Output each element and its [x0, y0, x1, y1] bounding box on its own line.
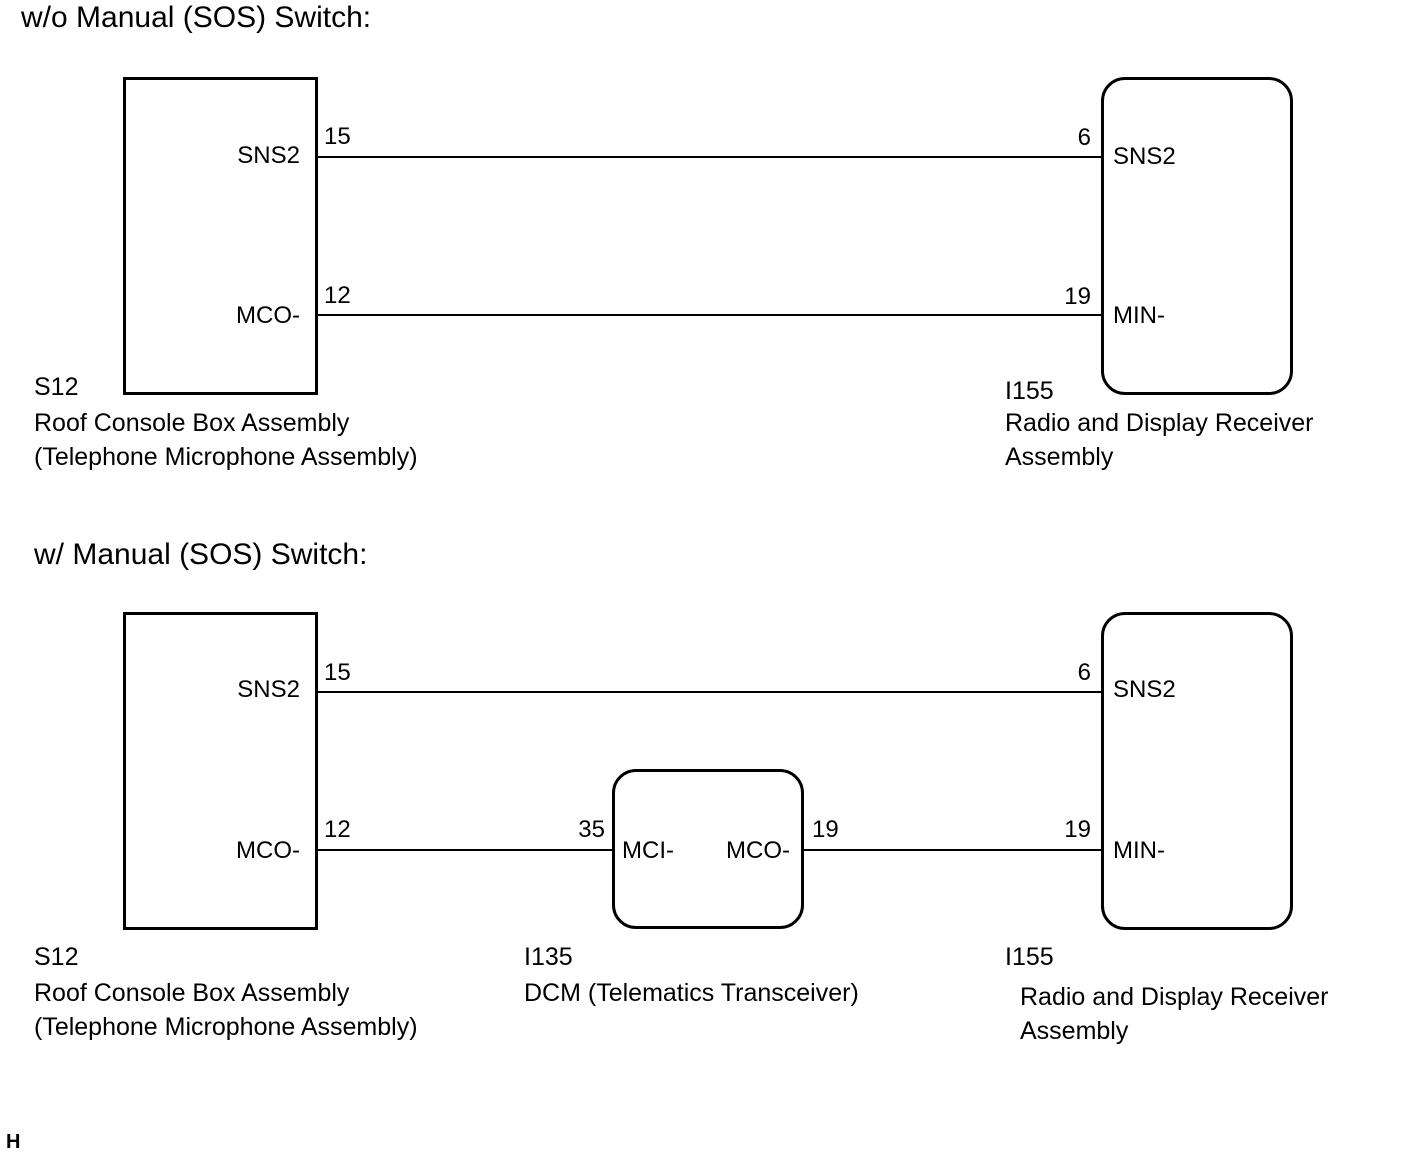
d1-left-connector-code: S12 [34, 373, 79, 401]
d2-wire-sns2 [318, 691, 1104, 693]
d2-right-component-name-line1: Radio and Display Receiver [1020, 983, 1329, 1011]
d2-mid-pin-mco: MCO- [726, 837, 790, 864]
d2-dcm-box [612, 769, 804, 929]
d1-roof-console-box [123, 77, 318, 395]
d2-left-component-name-line1: Roof Console Box Assembly [34, 979, 350, 1007]
d1-right-component-name-line1: Radio and Display Receiver [1005, 409, 1314, 437]
d2-right-pin-sns2: SNS2 [1113, 676, 1176, 703]
d2-mid-pin-num-19: 19 [812, 816, 839, 843]
d2-left-pin-num-15: 15 [324, 659, 351, 686]
d1-left-pin-num-12: 12 [324, 282, 351, 309]
d1-right-component-name-line2: Assembly [1005, 443, 1114, 471]
d1-right-pin-min: MIN- [1113, 302, 1165, 329]
d2-left-connector-code: S12 [34, 943, 79, 971]
d2-mid-pin-num-35: 35 [578, 816, 605, 843]
d1-left-pin-sns2: SNS2 [237, 142, 300, 169]
d2-left-component-name-line2: (Telephone Microphone Assembly) [34, 1013, 418, 1041]
d2-right-connector-code: I155 [1005, 943, 1054, 971]
d2-right-pin-num-19: 19 [1064, 816, 1091, 843]
diagram2-heading: w/ Manual (SOS) Switch: [34, 538, 368, 571]
d1-left-component-name-line2: (Telephone Microphone Assembly) [34, 443, 418, 471]
d2-right-pin-min: MIN- [1113, 837, 1165, 864]
d1-left-component-name-line1: Roof Console Box Assembly [34, 409, 350, 437]
corner-mark: H [6, 1131, 21, 1153]
d1-right-connector-code: I155 [1005, 377, 1054, 405]
d2-wire-mco-min [803, 849, 1104, 851]
d1-wire-mco-min [318, 314, 1104, 316]
d2-mid-connector-code: I135 [524, 943, 573, 971]
d1-radio-display-receiver-box [1101, 77, 1293, 395]
d2-right-component-name-line2: Assembly [1020, 1017, 1129, 1045]
d1-right-pin-num-6: 6 [1077, 124, 1091, 151]
d2-roof-console-box [123, 612, 318, 930]
d2-mid-component-name-line1: DCM (Telematics Transceiver) [524, 979, 859, 1007]
d2-right-pin-num-6: 6 [1077, 659, 1091, 686]
diagram1-heading: w/o Manual (SOS) Switch: [21, 1, 372, 34]
d1-left-pin-mco: MCO- [236, 302, 300, 329]
d2-left-pin-mco: MCO- [236, 837, 300, 864]
d2-left-pin-sns2: SNS2 [237, 676, 300, 703]
d1-left-pin-num-15: 15 [324, 123, 351, 150]
d2-radio-display-receiver-box [1101, 612, 1293, 930]
d2-left-pin-num-12: 12 [324, 816, 351, 843]
d2-mid-pin-mci: MCI- [622, 837, 674, 864]
d1-right-pin-num-19: 19 [1064, 283, 1091, 310]
d1-right-pin-sns2: SNS2 [1113, 143, 1176, 170]
d2-wire-mco-mci [318, 849, 615, 851]
d1-wire-sns2 [318, 156, 1104, 158]
